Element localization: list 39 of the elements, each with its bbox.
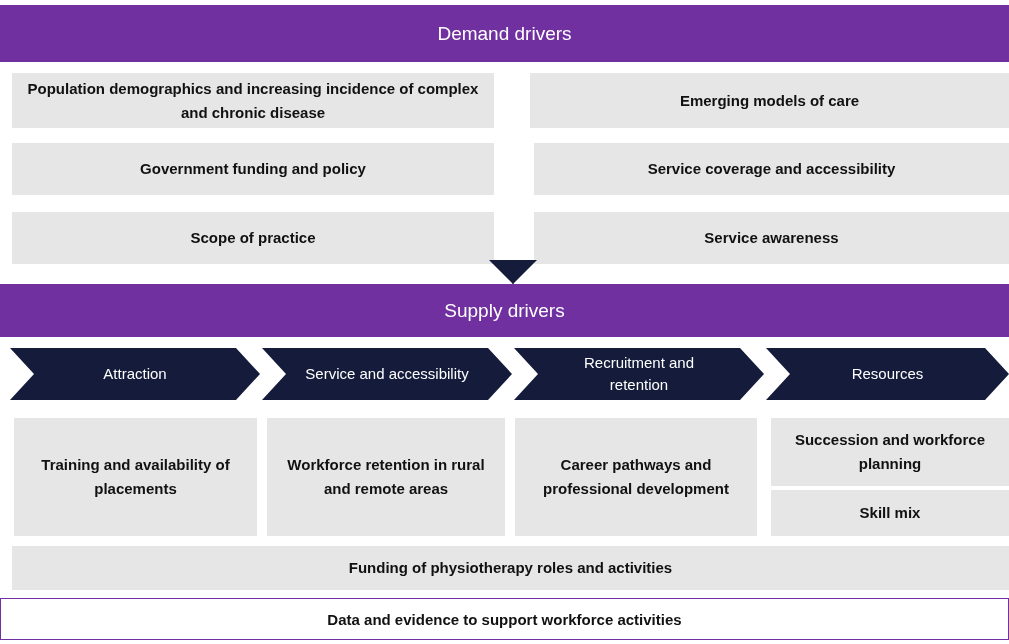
driver-box xyxy=(267,418,505,536)
driver-box xyxy=(530,73,1009,128)
section-heading: Demand drivers xyxy=(437,22,572,45)
chevron-step xyxy=(262,348,512,400)
driver-box xyxy=(771,490,1009,536)
driver-box xyxy=(534,212,1009,264)
header-band xyxy=(0,284,1009,337)
driver-box xyxy=(12,143,494,195)
driver-label: Training and availability of placements xyxy=(40,455,231,499)
arrow xyxy=(489,259,537,285)
chevron-step xyxy=(766,348,1009,400)
step-label: Recruitment and retention xyxy=(582,353,696,395)
driver-box xyxy=(12,212,494,264)
driver-box xyxy=(12,546,1009,590)
driver-box xyxy=(12,73,494,128)
outlined-box xyxy=(0,598,1009,640)
section-heading: Supply drivers xyxy=(444,299,565,322)
driver-label: Workforce retention in rural and remote areas xyxy=(286,455,486,499)
step-label: Attraction xyxy=(103,364,167,385)
chevron-step xyxy=(514,348,764,400)
driver-label: Service coverage and accessibility xyxy=(647,159,896,179)
driver-box xyxy=(515,418,757,536)
driver-box xyxy=(534,143,1009,195)
step-label: Resources xyxy=(851,364,924,385)
header-band xyxy=(0,5,1009,62)
chevron-step xyxy=(10,348,260,400)
driver-label: Population demographics and increasing incidence of complex and chronic disease xyxy=(26,78,480,123)
driver-box xyxy=(14,418,257,536)
driver-label: Data and evidence to support workforce activities xyxy=(327,610,682,628)
driver-label: Emerging models of care xyxy=(679,90,860,111)
driver-label: Career pathways and professional development xyxy=(542,455,730,499)
step-label: Service and accessibility xyxy=(305,364,469,385)
driver-label: Service awareness xyxy=(704,228,839,248)
driver-label: Skill mix xyxy=(859,503,921,523)
driver-label: Succession and workforce planning xyxy=(793,430,987,474)
driver-label: Funding of physiotherapy roles and activities xyxy=(348,558,673,578)
driver-box xyxy=(771,418,1009,486)
driver-label: Government funding and policy xyxy=(140,159,366,179)
driver-label: Scope of practice xyxy=(190,228,316,248)
